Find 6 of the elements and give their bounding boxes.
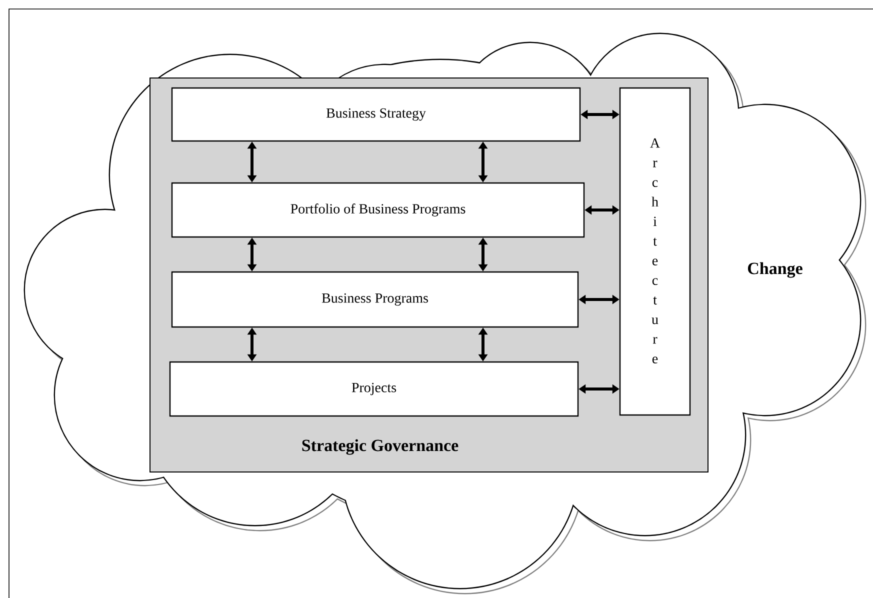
process-box: Portfolio of Business Programs [171, 182, 585, 238]
process-box: Projects [169, 361, 579, 417]
process-box: Business Strategy [171, 87, 581, 142]
node-label: Change [748, 262, 802, 278]
process-box: Business Programs [171, 271, 579, 328]
process-box: Architecture [619, 87, 691, 416]
